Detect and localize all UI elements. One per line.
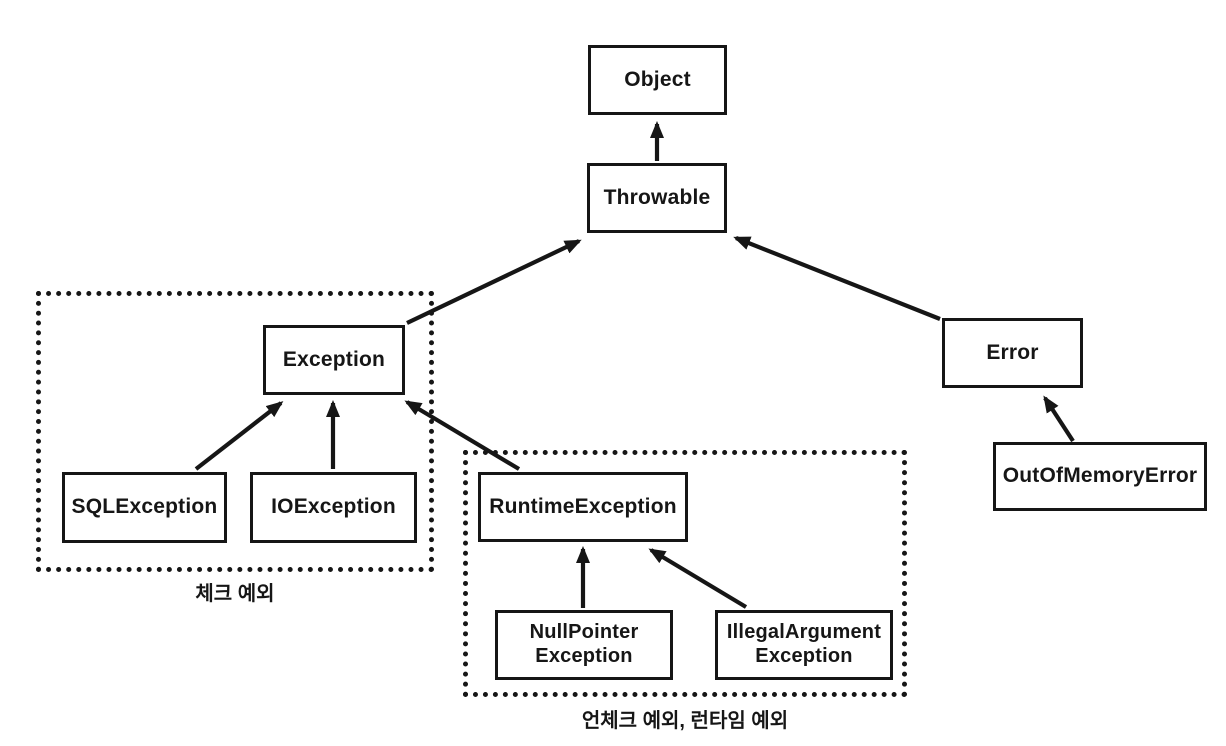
node-null-pointer-exception: NullPointer Exception bbox=[495, 610, 673, 680]
group-unchecked-exceptions bbox=[463, 450, 907, 697]
node-exception: Exception bbox=[263, 325, 405, 395]
edge-illegalargument-runtimeexception bbox=[648, 548, 748, 609]
node-illegal-argument-exception: IllegalArgument Exception bbox=[715, 610, 893, 680]
node-throwable: Throwable bbox=[587, 163, 727, 233]
edge-outofmemory-error bbox=[1043, 395, 1075, 443]
edge-error-throwable bbox=[733, 236, 941, 321]
node-error: Error bbox=[942, 318, 1083, 388]
edge-runtimeexception-exception bbox=[404, 400, 521, 471]
group-label-checked: 체크 예외 bbox=[195, 583, 275, 605]
node-object: Object bbox=[588, 45, 727, 115]
group-checked-exceptions bbox=[36, 291, 434, 572]
edge-exception-throwable bbox=[406, 239, 582, 325]
node-runtime-exception: RuntimeException bbox=[478, 472, 688, 542]
node-out-of-memory-error: OutOfMemoryError bbox=[993, 442, 1207, 511]
group-label-unchecked: 언체크 예외, 런타임 예외 bbox=[581, 710, 789, 732]
node-sql-exception: SQLException bbox=[62, 472, 227, 543]
node-io-exception: IOException bbox=[250, 472, 417, 543]
edge-sqlexception-exception bbox=[194, 401, 284, 471]
